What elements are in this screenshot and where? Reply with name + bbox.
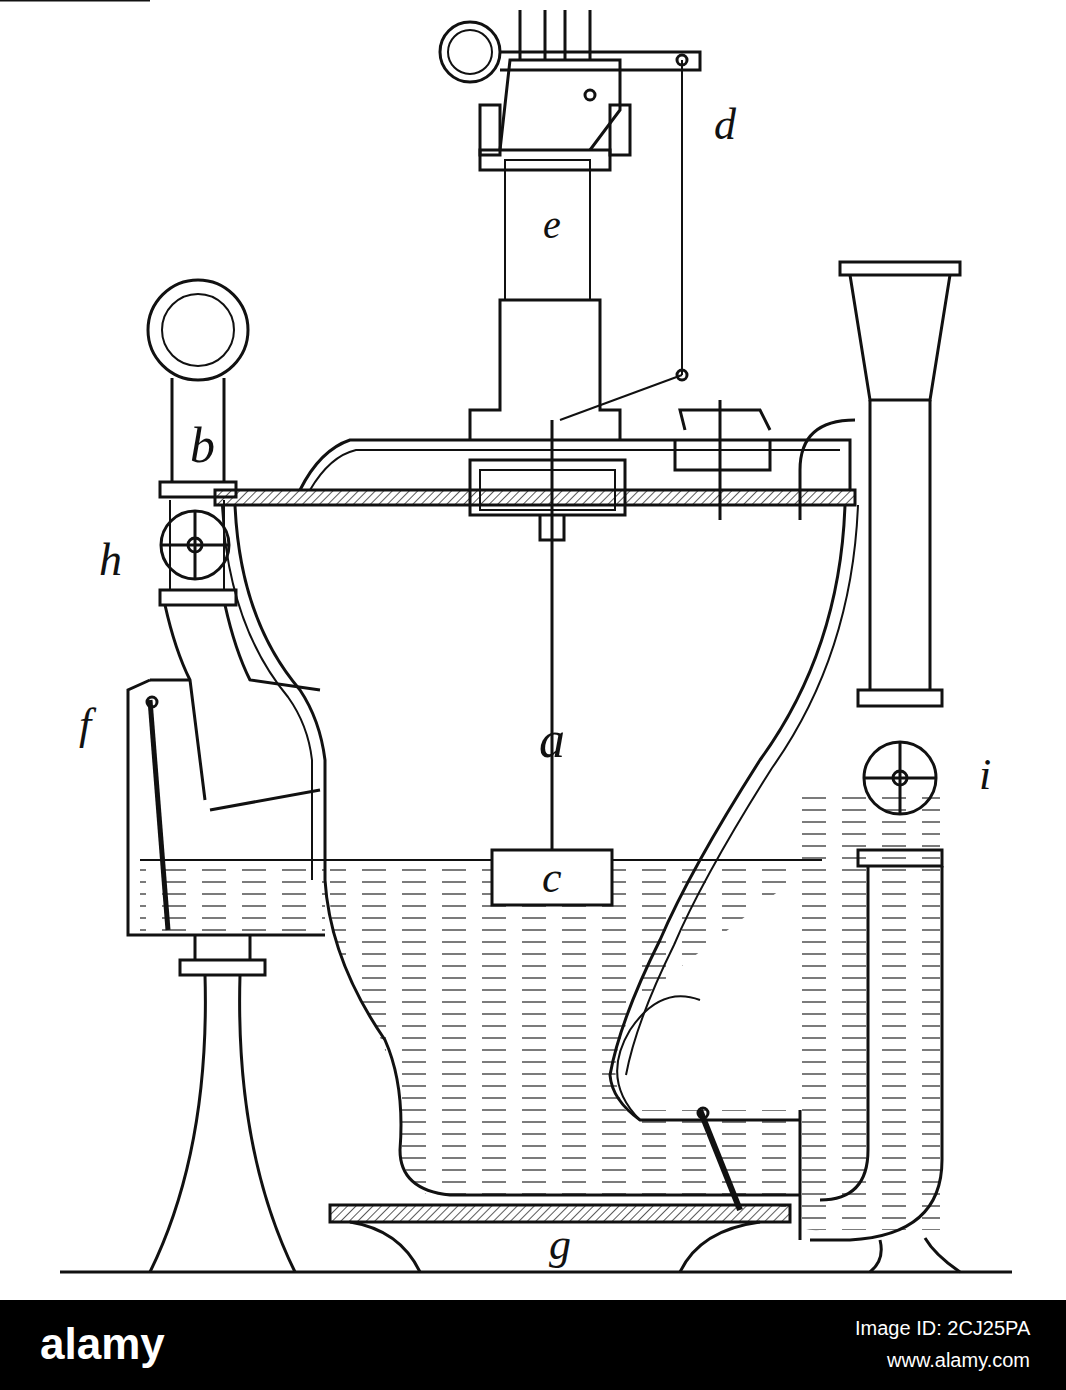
watermark-text: alamy (40, 1322, 165, 1366)
part-letter: i (979, 753, 991, 797)
part-letter: f (79, 703, 91, 747)
part-letter: h (99, 537, 122, 583)
part-letter: a (539, 714, 565, 766)
part-letter: b (190, 420, 215, 470)
part-letter: e (543, 205, 561, 245)
part-letter: d (714, 103, 736, 147)
watermark-text: Image ID: 2CJ25PA (855, 1318, 1030, 1338)
part-letter: g (549, 1223, 571, 1267)
watermark-text: www.alamy.com (887, 1350, 1030, 1370)
part-letter: c (542, 856, 562, 900)
